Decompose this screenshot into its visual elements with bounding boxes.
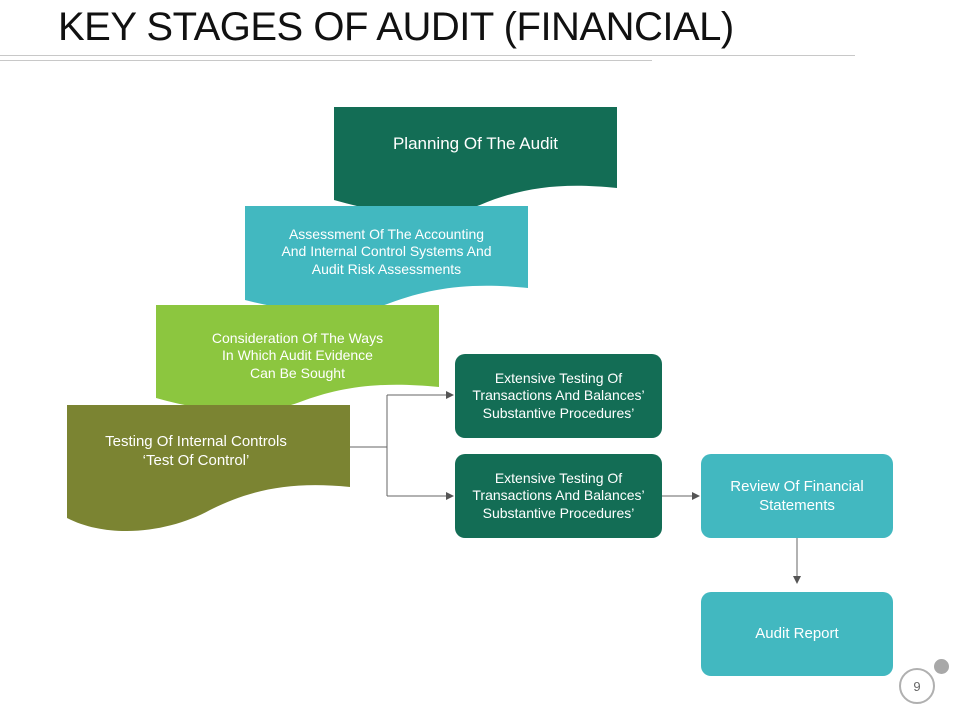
stage-assessment-label: Assessment Of The Accounting And Interna… — [281, 225, 492, 277]
connectors — [350, 391, 801, 584]
stage-assessment-shape — [245, 206, 528, 313]
stage-planning-label: Planning Of The Audit — [392, 134, 559, 154]
stage-consideration-shape — [156, 305, 439, 412]
page-badge-dot — [934, 659, 949, 674]
stage-testing-shape — [67, 405, 350, 532]
stage-consideration-label: Consideration Of The Ways In Which Audit… — [211, 329, 384, 381]
title-divider-secondary — [0, 60, 652, 61]
slide-title: KEY STAGES OF AUDIT (FINANCIAL) — [58, 5, 734, 49]
page-number: 9 — [899, 668, 935, 704]
stage-testing-label: Testing Of Internal Controls ‘Test Of Co… — [105, 433, 287, 469]
audit-report-box: Audit Report — [701, 592, 893, 676]
extensive-testing-box-bottom: Extensive Testing Of Transactions And Ba… — [455, 454, 662, 538]
review-financial-statements-box: Review Of Financial Statements — [701, 454, 893, 538]
title-divider — [0, 55, 855, 56]
stage-planning-shape — [334, 107, 617, 215]
extensive-testing-box-top: Extensive Testing Of Transactions And Ba… — [455, 354, 662, 438]
